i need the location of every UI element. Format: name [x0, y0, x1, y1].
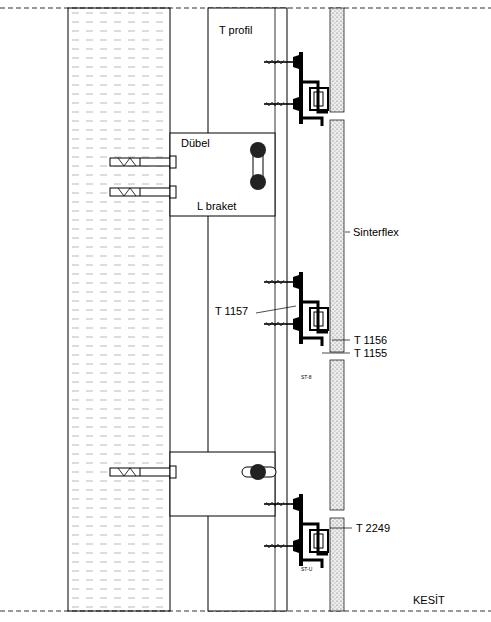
part-label: KESİT [412, 594, 446, 606]
part-label: T profil [218, 24, 253, 36]
part-label: T 1155 [353, 347, 388, 359]
part-label: T 1156 [353, 334, 388, 346]
part-label: T 2249 [355, 522, 391, 534]
part-label: Sinterflex [352, 226, 400, 238]
part-label: L braket [196, 200, 237, 212]
screw-code: ST-8 [301, 375, 312, 381]
part-label: T 1157 [214, 305, 249, 317]
part-label: Dübel [180, 137, 211, 149]
screw-code: ST-U [301, 567, 312, 573]
